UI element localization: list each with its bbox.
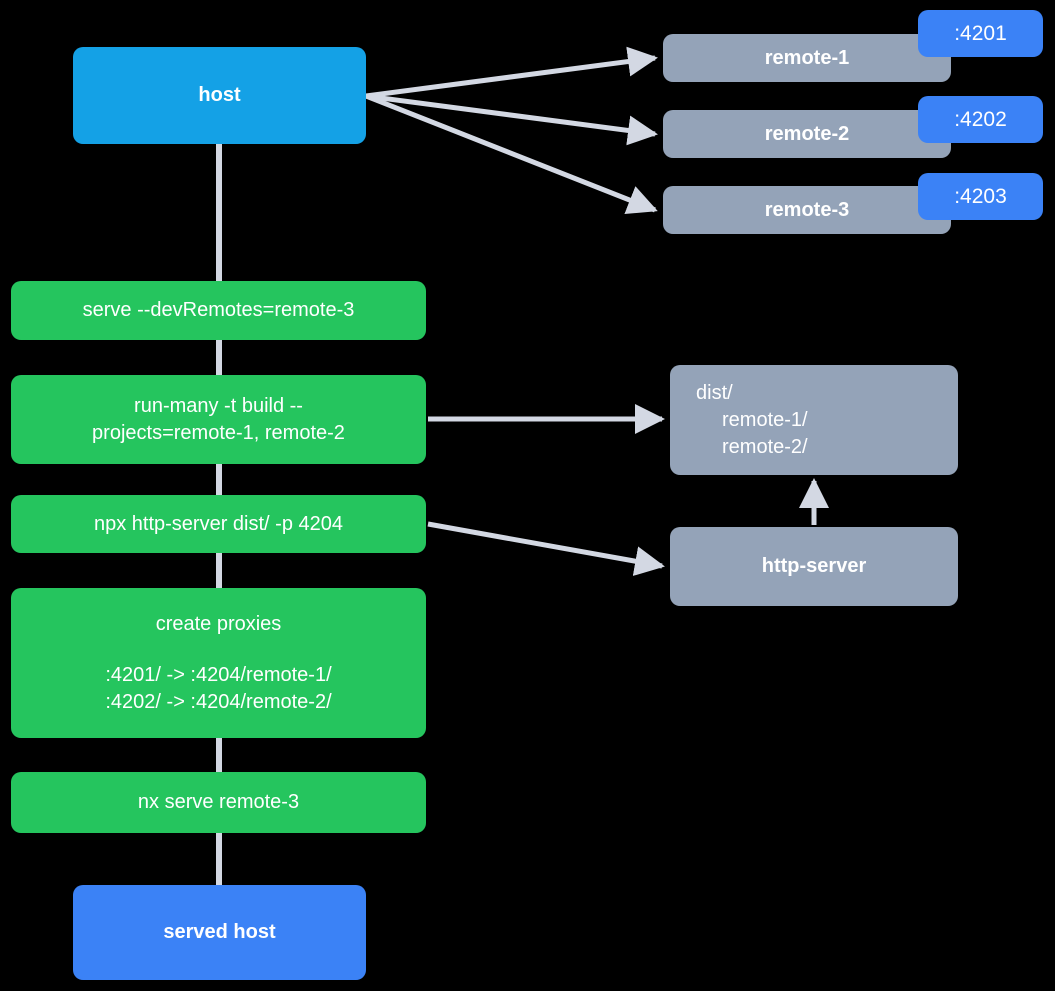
command-create-proxies-mapping-1: :4201/ -> :4204/remote-1/ — [105, 663, 332, 686]
command-create-proxies-mapping-2: :4202/ -> :4204/remote-2/ — [105, 690, 332, 713]
command-serve-dev-remotes[interactable]: serve --devRemotes=remote-3 — [11, 281, 426, 340]
command-nx-serve-remote-3[interactable]: nx serve remote-3 — [11, 772, 426, 833]
badge-remote-1-port-label: :4201 — [954, 21, 1007, 45]
command-npx-http-server-label: npx http-server dist/ -p 4204 — [93, 512, 343, 535]
badge-remote-2-port: :4202 — [918, 96, 1043, 143]
node-http-server-label: http-server — [761, 555, 867, 577]
node-dist-folder-line-3: remote-2/ — [722, 435, 808, 458]
command-run-many-build-line-1: run-many -t build -- — [134, 394, 303, 417]
node-dist-folder-line-1: dist/ — [696, 381, 733, 404]
badge-remote-1-port: :4201 — [918, 10, 1043, 57]
node-remote-3-label: remote-3 — [764, 198, 850, 221]
node-dist-folder-line-2: remote-1/ — [722, 408, 808, 431]
command-serve-dev-remotes-label: serve --devRemotes=remote-3 — [82, 299, 355, 321]
badge-remote-3-port: :4203 — [918, 173, 1043, 220]
node-remote-1[interactable]: remote-1 — [663, 34, 951, 82]
node-remote-2-label: remote-2 — [764, 122, 850, 145]
command-create-proxies[interactable]: create proxies :4201/ -> :4204/remote-1/… — [11, 588, 426, 738]
command-run-many-build-line-2: projects=remote-1, remote-2 — [92, 421, 345, 444]
node-served-host-label: served host — [163, 921, 276, 943]
edge-host-to-remote-3 — [365, 93, 658, 215]
node-host-label: host — [198, 84, 241, 106]
edge-host-to-remote-2 — [365, 93, 658, 146]
badge-remote-3-port-label: :4203 — [954, 184, 1007, 208]
node-remote-3[interactable]: remote-3 — [663, 186, 951, 234]
node-host[interactable]: host — [73, 47, 366, 144]
node-dist-folder[interactable]: dist/ remote-1/ remote-2/ — [670, 365, 958, 475]
badge-remote-2-port-label: :4202 — [954, 107, 1007, 131]
edge-host-to-remote-1 — [365, 46, 658, 99]
node-http-server[interactable]: http-server — [670, 527, 958, 606]
node-served-host[interactable]: served host — [73, 885, 366, 980]
command-create-proxies-title: create proxies — [155, 612, 282, 635]
command-npx-http-server[interactable]: npx http-server dist/ -p 4204 — [11, 495, 426, 553]
command-run-many-build[interactable]: run-many -t build -- projects=remote-1, … — [11, 375, 426, 464]
node-remote-2[interactable]: remote-2 — [663, 110, 951, 158]
edge-npx-to-http-server — [427, 521, 665, 576]
command-nx-serve-remote-3-label: nx serve remote-3 — [137, 791, 300, 813]
node-remote-1-label: remote-1 — [764, 46, 850, 69]
